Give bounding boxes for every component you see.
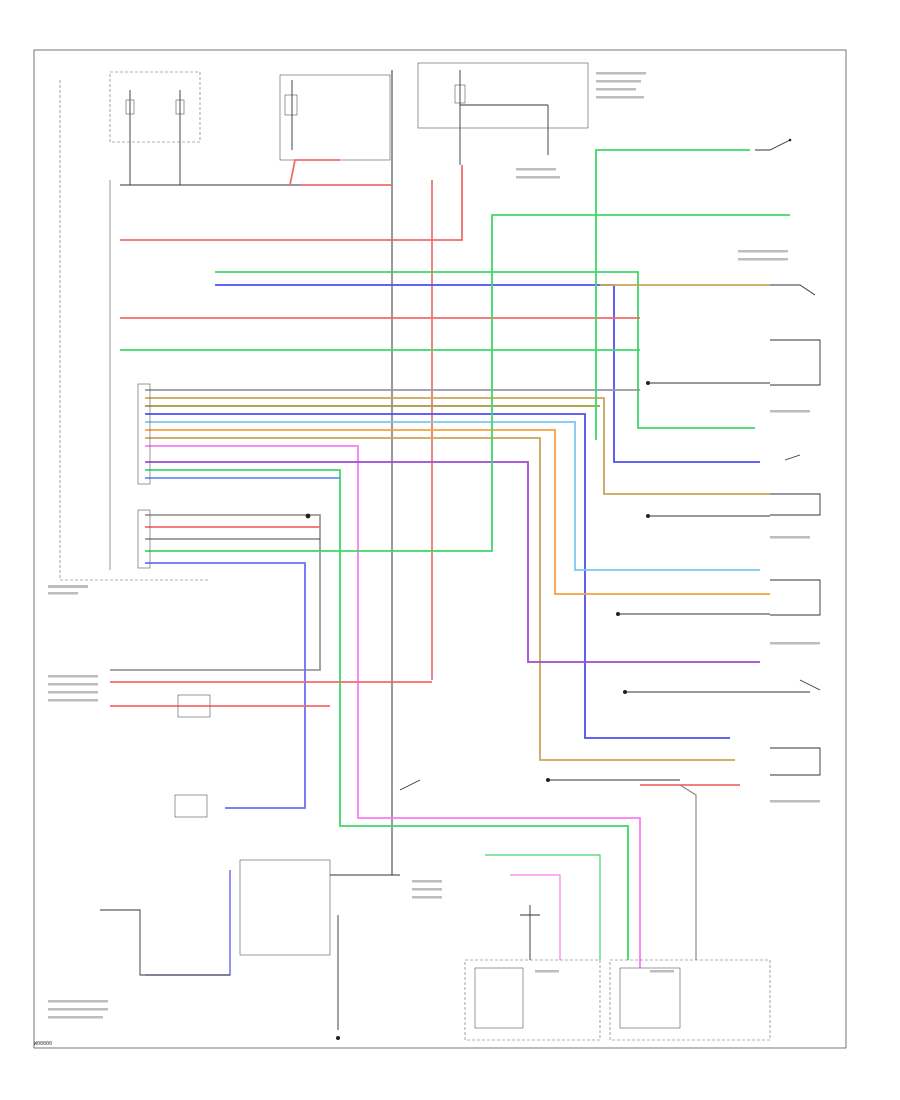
label-mark: [596, 96, 644, 99]
wire-green-row-21: [145, 214, 790, 552]
label-mark: [48, 675, 98, 678]
wire-green-upper-right: [595, 149, 750, 440]
label-mark: [770, 800, 820, 803]
label-mark: [48, 1008, 108, 1011]
wire-orange-row-12: [145, 429, 770, 595]
wire-blue-lower: [145, 870, 231, 976]
label-mark: [596, 72, 646, 75]
wire-blue-row-22: [145, 562, 306, 809]
label-mark: [596, 88, 636, 91]
label-mark: [48, 691, 98, 694]
label-mark: [412, 888, 442, 891]
fuse-box-left: [109, 71, 201, 185]
connector-block-left: [137, 383, 151, 569]
label-mark: [516, 176, 560, 179]
component-label-marks: [48, 72, 820, 1019]
diagram-code: W00000: [34, 1041, 53, 1047]
label-mark: [770, 536, 810, 539]
switches-right: [755, 138, 821, 776]
wire-harness: [110, 149, 790, 976]
label-mark: [412, 896, 442, 899]
wire-blue-row-10: [145, 413, 730, 739]
label-mark: [770, 642, 820, 645]
label-mark: [412, 880, 442, 883]
relay-box-top: [279, 74, 391, 161]
relays-lower-left: [100, 694, 421, 1040]
label-mark: [516, 168, 556, 171]
label-mark: [48, 1016, 103, 1019]
fuse-box-right: [417, 62, 589, 165]
label-mark: [535, 970, 559, 973]
label-mark: [738, 250, 788, 253]
label-mark: [48, 592, 78, 595]
wire-blue-row-4: [215, 284, 760, 463]
door-switch-boxes: [464, 905, 771, 1041]
wire-pink-door-left: [510, 874, 561, 960]
label-mark: [48, 683, 98, 686]
label-mark: [738, 258, 788, 261]
wire-pink-row-14: [145, 445, 641, 968]
control-module-boundary: [59, 80, 210, 581]
ground-rows: [305, 381, 810, 782]
wire-cyan-row-11: [145, 421, 760, 571]
wire-tan-row-8: [145, 397, 770, 495]
wire-red-row-2: [120, 165, 463, 241]
wire-gray-door-right: [679, 784, 697, 960]
label-mark: [596, 80, 641, 83]
wire-green-row-16: [145, 469, 629, 960]
label-mark: [770, 410, 810, 413]
wire-tan-row-13: [145, 437, 735, 761]
label-mark: [48, 699, 98, 702]
label-mark: [650, 970, 674, 973]
label-mark: [48, 1000, 108, 1003]
wire-purple-row-15: [145, 461, 760, 663]
label-mark: [48, 585, 88, 588]
wire-red-row-1: [289, 159, 340, 186]
diagram-frame: [33, 49, 847, 1049]
wire-gray-row-18: [110, 514, 321, 671]
wire-green-door-left: [485, 854, 601, 960]
